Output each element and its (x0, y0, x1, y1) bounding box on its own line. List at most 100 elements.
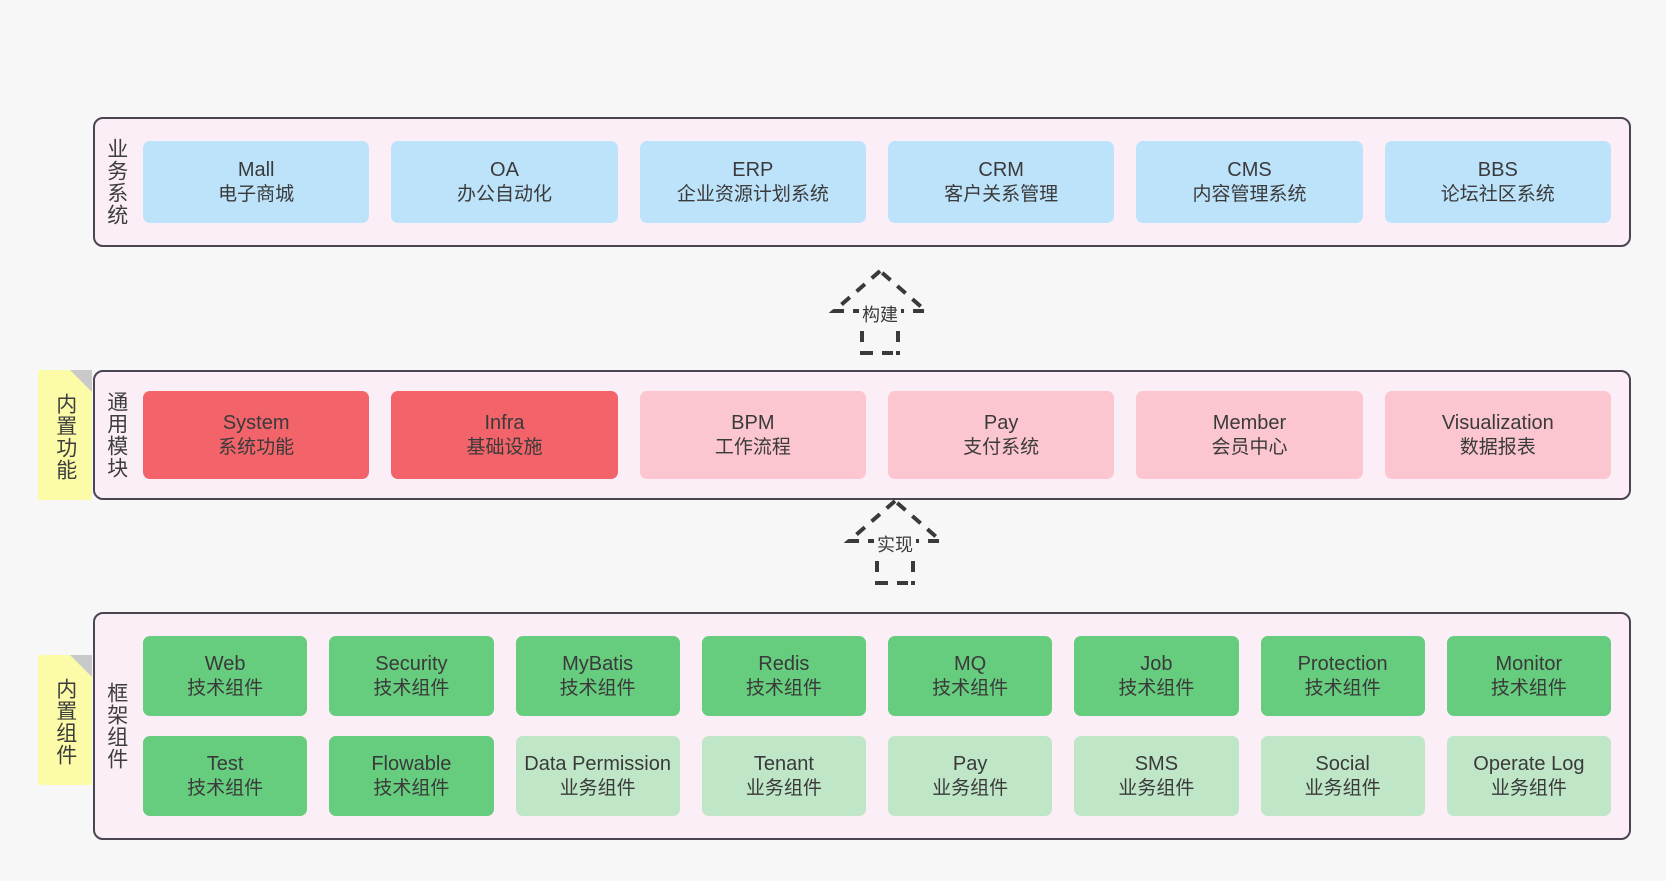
node-subtitle: 技术组件 (559, 677, 636, 699)
node-bbs[interactable]: BBS 论坛社区系统 (1384, 141, 1611, 223)
node-subtitle: 会员中心 (1211, 436, 1288, 458)
node-subtitle: 业务组件 (559, 777, 636, 799)
node-subtitle: 业务组件 (932, 777, 1009, 799)
node-title: Flowable (371, 753, 452, 776)
band-body-common-modules: System 系统功能 Infra 基础设施 BPM 工作流程 Pay 支付系统… (137, 372, 1629, 498)
connector-build: 构建 (800, 265, 960, 355)
node-title: Infra (484, 412, 525, 435)
node-subtitle: 技术组件 (932, 677, 1009, 699)
node-subtitle: 企业资源计划系统 (676, 183, 829, 205)
node-operate-log[interactable]: Operate Log 业务组件 (1446, 736, 1611, 816)
node-subtitle: 技术组件 (187, 777, 264, 799)
node-pay-component[interactable]: Pay 业务组件 (888, 736, 1053, 816)
node-title: CMS (1227, 159, 1272, 182)
band-title-business-systems: 业务系统 (104, 138, 128, 226)
node-subtitle: 电子商城 (218, 183, 295, 205)
sticky-note-builtin-components: 内置组件 (38, 655, 92, 785)
node-cms[interactable]: CMS 内容管理系统 (1136, 141, 1363, 223)
node-subtitle: 基础设施 (466, 436, 543, 458)
node-subtitle: 业务组件 (1118, 777, 1195, 799)
band-business-systems: 业务系统 Mall 电子商城 OA 办公自动化 ERP 企业资源计划系统 CRM… (93, 117, 1631, 247)
node-title: Data Permission (524, 753, 671, 776)
sticky-note-text: 内置功能 (53, 393, 77, 481)
connector-implement: 实现 (815, 495, 975, 585)
band-body-business-systems: Mall 电子商城 OA 办公自动化 ERP 企业资源计划系统 CRM 客户关系… (137, 119, 1629, 245)
connector-label: 实现 (874, 531, 916, 557)
node-title: Pay (983, 412, 1019, 435)
node-subtitle: 支付系统 (963, 436, 1040, 458)
node-oa[interactable]: OA 办公自动化 (391, 141, 618, 223)
node-subtitle: 技术组件 (1118, 677, 1195, 699)
node-row: System 系统功能 Infra 基础设施 BPM 工作流程 Pay 支付系统… (143, 391, 1611, 479)
node-subtitle: 业务组件 (1304, 777, 1381, 799)
node-tenant[interactable]: Tenant 业务组件 (701, 736, 866, 816)
band-title-common-modules: 通用模块 (104, 391, 128, 479)
node-title: OA (490, 159, 519, 182)
node-title: Security (375, 653, 448, 676)
node-subtitle: 客户关系管理 (944, 183, 1059, 205)
node-erp[interactable]: ERP 企业资源计划系统 (639, 141, 866, 223)
folded-corner-icon (70, 370, 92, 392)
node-job[interactable]: Job 技术组件 (1074, 636, 1239, 716)
node-member[interactable]: Member 会员中心 (1136, 391, 1363, 479)
node-title: SMS (1134, 753, 1179, 776)
node-title: ERP (732, 159, 774, 182)
node-subtitle: 工作流程 (714, 436, 791, 458)
band-framework-components: 框架组件 Web 技术组件 Security 技术组件 MyBatis 技术组件… (93, 612, 1631, 840)
node-title: CRM (978, 159, 1024, 182)
node-test[interactable]: Test 技术组件 (143, 736, 308, 816)
node-monitor[interactable]: Monitor 技术组件 (1446, 636, 1611, 716)
node-subtitle: 技术组件 (187, 677, 264, 699)
node-sms[interactable]: SMS 业务组件 (1074, 736, 1239, 816)
node-title: Social (1315, 753, 1370, 776)
node-subtitle: 业务组件 (1490, 777, 1567, 799)
node-subtitle: 技术组件 (1490, 677, 1567, 699)
sticky-note-builtin-features: 内置功能 (38, 370, 92, 500)
node-security[interactable]: Security 技术组件 (329, 636, 494, 716)
node-subtitle: 技术组件 (373, 777, 450, 799)
band-common-modules: 通用模块 System 系统功能 Infra 基础设施 BPM 工作流程 Pay… (93, 370, 1631, 500)
connector-label: 构建 (859, 301, 901, 327)
node-row: Web 技术组件 Security 技术组件 MyBatis 技术组件 Redi… (143, 636, 1611, 716)
node-bpm[interactable]: BPM 工作流程 (639, 391, 866, 479)
sticky-note-text: 内置组件 (53, 678, 77, 766)
folded-corner-icon (70, 655, 92, 677)
node-redis[interactable]: Redis 技术组件 (701, 636, 866, 716)
node-subtitle: 系统功能 (218, 436, 295, 458)
node-title: Redis (758, 653, 810, 676)
node-title: MyBatis (562, 653, 634, 676)
node-subtitle: 技术组件 (373, 677, 450, 699)
node-title: Visualization (1441, 412, 1554, 435)
node-crm[interactable]: CRM 客户关系管理 (887, 141, 1115, 223)
node-subtitle: 内容管理系统 (1192, 183, 1307, 205)
node-data-permission[interactable]: Data Permission 业务组件 (515, 736, 680, 816)
node-title: Web (204, 653, 246, 676)
node-pay-module[interactable]: Pay 支付系统 (887, 391, 1115, 479)
node-subtitle: 办公自动化 (456, 183, 552, 205)
node-protection[interactable]: Protection 技术组件 (1260, 636, 1425, 716)
node-title: Protection (1297, 653, 1388, 676)
node-flowable[interactable]: Flowable 技术组件 (329, 736, 494, 816)
node-web[interactable]: Web 技术组件 (143, 636, 308, 716)
node-subtitle: 业务组件 (745, 777, 822, 799)
node-row: Test 技术组件 Flowable 技术组件 Data Permission … (143, 736, 1611, 816)
node-title: BBS (1477, 159, 1518, 182)
node-mybatis[interactable]: MyBatis 技术组件 (515, 636, 680, 716)
node-system[interactable]: System 系统功能 (143, 391, 370, 479)
node-subtitle: 技术组件 (1304, 677, 1381, 699)
node-title: Monitor (1495, 653, 1563, 676)
node-title: Pay (952, 753, 988, 776)
node-title: Mall (237, 159, 275, 182)
node-infra[interactable]: Infra 基础设施 (391, 391, 618, 479)
node-title: Test (206, 753, 244, 776)
node-mall[interactable]: Mall 电子商城 (143, 141, 370, 223)
node-row: Mall 电子商城 OA 办公自动化 ERP 企业资源计划系统 CRM 客户关系… (143, 141, 1611, 223)
node-mq[interactable]: MQ 技术组件 (888, 636, 1053, 716)
node-title: MQ (954, 653, 987, 676)
node-social[interactable]: Social 业务组件 (1260, 736, 1425, 816)
node-title: Member (1212, 412, 1287, 435)
band-title-framework-components: 框架组件 (104, 682, 128, 770)
node-visualization[interactable]: Visualization 数据报表 (1384, 391, 1611, 479)
node-subtitle: 数据报表 (1459, 436, 1536, 458)
